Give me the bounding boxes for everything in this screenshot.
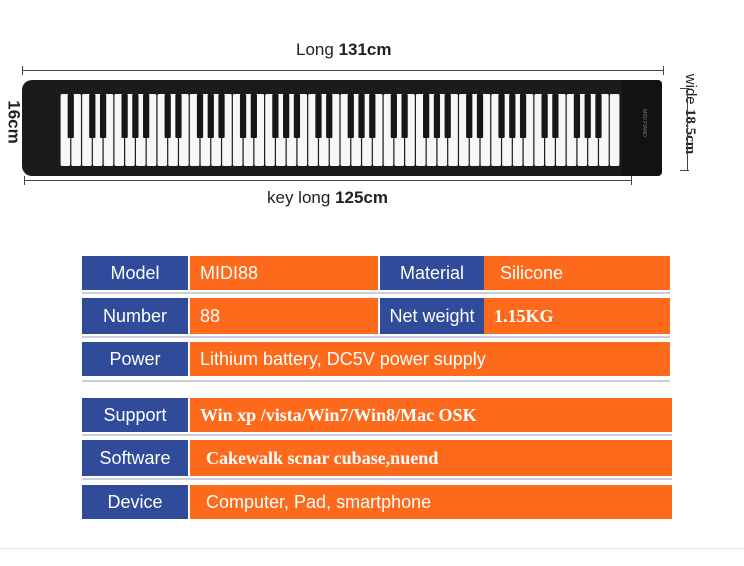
black-key <box>369 94 376 138</box>
control-panel: MIDI PIANO <box>622 80 662 176</box>
spec-value-software: Cakewalk scnar cubase,nuend <box>190 440 672 476</box>
width-label: wide <box>682 73 700 105</box>
spec-label-model: Model <box>82 256 188 290</box>
spec-label-power: Power <box>82 342 188 376</box>
row-separator <box>82 434 672 436</box>
black-key <box>519 94 527 138</box>
width-line <box>687 88 688 170</box>
key-length-right-tick <box>631 176 632 185</box>
length-dimension: Long 131cm <box>296 40 392 60</box>
black-key <box>132 94 139 138</box>
width-line-bottom-tick <box>680 170 689 171</box>
white-key <box>609 94 620 166</box>
panel-text: MIDI PIANO <box>640 109 647 137</box>
black-key <box>423 94 430 138</box>
spec-value-net-weight: 1.15KG <box>484 298 670 334</box>
black-key <box>272 94 279 138</box>
spec-value-material: Silicone <box>484 256 670 290</box>
black-key <box>250 94 257 138</box>
length-value: 131cm <box>338 40 392 59</box>
black-key <box>89 94 96 138</box>
bottom-divider <box>0 548 744 549</box>
spec-value-support: Win xp /vista/Win7/Win8/Mac OSK <box>190 398 672 432</box>
spec-label-net-weight: Net weight <box>380 298 484 334</box>
spec-label-software: Software <box>82 440 188 476</box>
row-separator <box>82 336 670 338</box>
row-separator <box>82 380 670 382</box>
height-dimension: 16cm <box>4 100 24 143</box>
piano-keys <box>60 94 620 166</box>
width-dimension: wide 18.5cm <box>681 74 699 154</box>
key-length-left-tick <box>24 176 25 185</box>
black-key <box>315 94 322 138</box>
spec-value-number: 88 <box>190 298 378 334</box>
spec-label-device: Device <box>82 485 188 519</box>
black-key <box>143 94 150 138</box>
black-key <box>595 94 602 138</box>
row-separator <box>82 478 672 480</box>
spec-label-number: Number <box>82 298 188 334</box>
key-length-value: 125cm <box>335 188 388 207</box>
black-key <box>347 94 354 138</box>
spec-value-device: Computer, Pad, smartphone <box>190 485 672 519</box>
black-key <box>164 94 171 138</box>
black-key <box>358 94 365 138</box>
spec-value-model: MIDI88 <box>190 256 378 290</box>
black-key <box>293 94 301 138</box>
length-line-left-tick <box>22 66 23 75</box>
key-length-line <box>24 180 632 181</box>
key-length-label: key long <box>267 188 331 207</box>
width-value: 18.5cm <box>682 108 699 155</box>
black-key <box>573 94 581 138</box>
black-key <box>196 94 204 138</box>
black-key <box>218 94 225 138</box>
black-key <box>67 94 74 138</box>
spec-label-support: Support <box>82 398 188 432</box>
length-line-right-tick <box>663 66 664 75</box>
black-key <box>433 94 441 138</box>
black-key <box>509 94 516 138</box>
black-key <box>552 94 559 138</box>
black-key <box>175 94 182 138</box>
black-key <box>390 94 397 138</box>
black-key <box>476 94 484 138</box>
black-key <box>326 94 333 138</box>
roll-up-piano-keyboard: MIDI PIANO <box>22 80 662 176</box>
black-key <box>498 94 505 138</box>
height-value: 16cm <box>4 100 24 144</box>
black-key <box>283 94 290 138</box>
black-key <box>541 94 548 138</box>
key-length-dimension: key long 125cm <box>267 188 388 208</box>
black-key <box>207 94 214 138</box>
black-key <box>239 94 247 138</box>
black-key <box>401 94 408 138</box>
length-label: Long <box>296 40 334 59</box>
black-key <box>444 94 451 138</box>
black-key <box>121 94 128 138</box>
black-key <box>584 94 591 138</box>
black-key <box>466 94 473 138</box>
spec-label-material: Material <box>380 256 484 290</box>
black-key <box>99 94 107 138</box>
row-separator <box>82 292 670 294</box>
length-line <box>22 70 664 71</box>
width-line-top-tick <box>680 88 689 89</box>
spec-value-power: Lithium battery, DC5V power supply <box>190 342 670 376</box>
